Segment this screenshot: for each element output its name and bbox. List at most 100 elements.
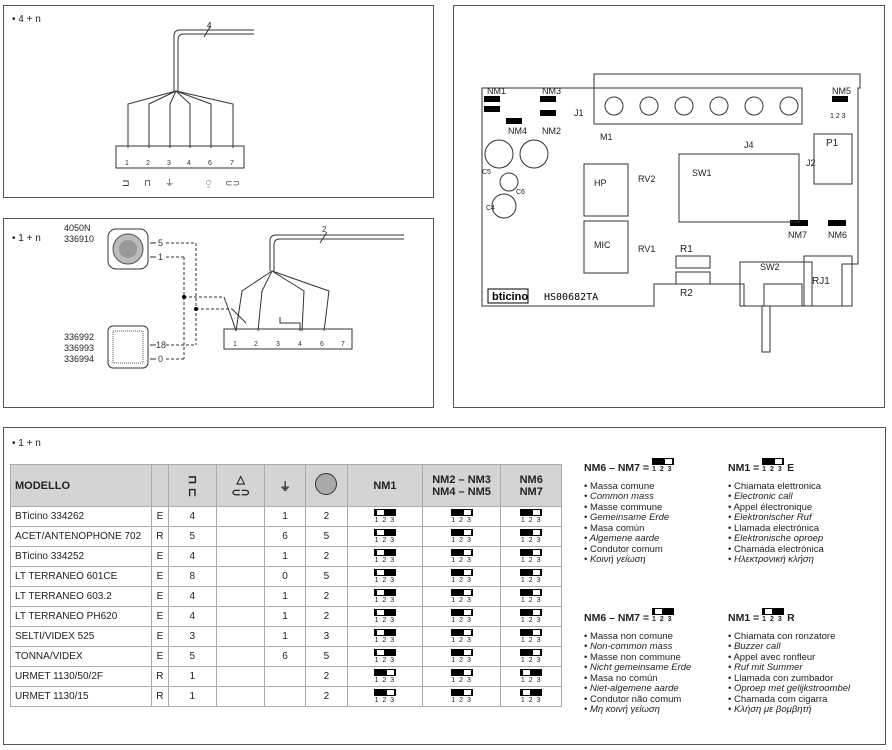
speaker-cell: 5 — [304, 646, 349, 667]
jumper-cell-nm23: 1 2 3 — [421, 646, 502, 667]
legend-buzzer-call: NM1 = 1 2 3 R • Chiamata con ronzatore• … — [728, 608, 850, 716]
buzzer-cell — [215, 566, 266, 587]
legend-item: • Masa no común — [584, 672, 658, 684]
nm1-label: NM1 — [487, 86, 506, 96]
legend-common-mass: NM6 – NM7 = 1 2 3 • Massa comune• Common… — [584, 458, 674, 566]
legend-item: • Μη κοινή γείωση — [584, 704, 660, 715]
buzzer-cell — [215, 586, 266, 607]
jumper-cell-nm67: 1 2 3 — [500, 546, 562, 567]
jumper-cell-nm1: 1 2 3 — [347, 526, 423, 547]
legend-items: • Chiamata elettronica• Electronic call•… — [728, 481, 824, 566]
wiring-panel-1n: • 1 + n 4050N 336910 336992 336993 33699… — [3, 218, 434, 408]
wiring-panel-4n: • 4 + n 4 1 2 3 4 6 7 ⊐ ⊓ ⏚ ⍜ ⊂⊃ — [3, 5, 434, 198]
speaker-cell: 2 — [304, 546, 349, 567]
panel-label: • 1 + n — [12, 233, 41, 244]
jumper-right-icon: 1 2 3 — [450, 588, 473, 604]
nm6-label: NM6 — [828, 230, 847, 240]
legend-item: • Elektronische oproep — [728, 533, 824, 544]
wire-count: 4 — [207, 21, 212, 30]
ground-cell: 1 — [264, 586, 306, 607]
m1-label: M1 — [600, 132, 613, 142]
pcb-layout: bticino HS00682TA NM1 NM3 NM4 NM2 NM5 M1… — [481, 73, 861, 353]
jumper-left-icon: 1 2 3 — [520, 668, 543, 684]
type-cell: E — [151, 506, 169, 527]
jumper-cell-nm23: 1 2 3 — [421, 546, 502, 567]
model-cell: URMET 1130/15 — [9, 686, 153, 707]
speaker-cell: 5 — [304, 566, 349, 587]
j2-label: J2 — [806, 158, 816, 168]
bell-icon: ⊐ — [122, 178, 130, 188]
jumper-right-icon: 1 2 3 — [450, 668, 473, 684]
model-cell: TONNA/VIDEX — [9, 646, 153, 667]
bell-cell: 4 — [167, 546, 218, 567]
buzzer-cell — [215, 646, 266, 667]
module-code-2: 336993 — [64, 343, 95, 353]
legend-item: • Appel électronique — [728, 501, 813, 513]
bell-cell: 3 — [167, 626, 218, 647]
jumper-right-icon: 1 2 3 — [651, 458, 674, 473]
speaker-cell: 3 — [304, 626, 349, 647]
type-cell: E — [151, 646, 169, 667]
legend-item: • Elektronischer Ruf — [728, 512, 812, 523]
c6-label: C6 — [516, 189, 525, 196]
type-cell: E — [151, 606, 169, 627]
header-model: MODELLO — [9, 464, 153, 507]
jumper-left-icon: 1 2 3 — [651, 608, 674, 623]
rv1-label: RV1 — [638, 244, 655, 254]
panel-label: • 4 + n — [12, 14, 41, 25]
jumper-cell-nm23: 1 2 3 — [421, 506, 502, 527]
speaker-code-1: 4050N — [64, 223, 91, 233]
jumper-cell-nm1: 1 2 3 — [347, 586, 423, 607]
jumper-right-icon: 1 2 3 — [373, 688, 396, 704]
legend-item: • Ruf mit Summer — [728, 662, 803, 673]
terminal-6: 6 — [208, 160, 212, 167]
model-cell: LT TERRANEO 603.2 — [9, 586, 153, 607]
nm2-label: NM2 — [542, 126, 561, 136]
jumper-cell-nm67: 1 2 3 — [500, 526, 562, 547]
type-cell: E — [151, 566, 169, 587]
terminal-2: 2 — [146, 160, 150, 167]
door-icon: ⊓ — [144, 178, 151, 188]
jumper-right-icon: 1 2 3 — [450, 568, 473, 584]
header-buzzer-icon: △⊂⊃ — [215, 464, 266, 507]
jumper-right-icon: 1 2 3 — [450, 628, 473, 644]
terminal-4: 4 — [187, 160, 191, 167]
jumper-cell-nm1: 1 2 3 — [347, 546, 423, 567]
header-bell-icon: ⊐⊓ — [167, 464, 218, 507]
nm7-label: NM7 — [788, 230, 807, 240]
legend-item: • Non-common mass — [584, 641, 673, 652]
jumper-right-icon: 1 2 3 — [520, 588, 543, 604]
legend-item: • Masa común — [584, 522, 645, 534]
legend-item: • Nicht gemeinsame Erde — [584, 662, 692, 673]
terminal-3: 3 — [276, 341, 280, 348]
legend-item: • Masse commune — [584, 501, 663, 513]
model-cell: ACET/ANTENOPHONE 702 — [9, 526, 153, 547]
legend-item: • Algemene aarde — [584, 533, 660, 544]
sw2-label: SW2 — [760, 262, 780, 272]
bell-cell: 5 — [167, 526, 218, 547]
jumper-left-icon: 1 2 3 — [373, 648, 396, 664]
legend-item: • Gemeinsame Erde — [584, 512, 670, 523]
legend-item: • Masse non commune — [584, 651, 681, 663]
buzzer-cell — [215, 686, 266, 707]
wire-count: 2 — [322, 225, 327, 234]
jumper-right-icon: 1 2 3 — [373, 668, 396, 684]
legend-item: • Κλήση με βομβητή — [728, 704, 812, 715]
buzzer-cell — [215, 506, 266, 527]
wiring-diagram: 5 1 18 0 2 1 2 3 4 6 7 — [107, 225, 404, 369]
ground-cell: 1 — [264, 506, 306, 527]
jumper-left-icon: 1 2 3 — [373, 508, 396, 524]
jumper-cell-nm1: 1 2 3 — [347, 566, 423, 587]
jumper-cell-nm67: 1 2 3 — [500, 686, 562, 707]
ground-cell: 6 — [264, 646, 306, 667]
ground-cell — [264, 686, 306, 707]
wiring-diagram: 4 1 2 3 4 6 7 ⊐ ⊓ ⏚ ⍜ ⊂⊃ — [115, 21, 254, 188]
pin-5: 5 — [158, 238, 163, 248]
jumper-cell-nm1: 1 2 3 — [347, 626, 423, 647]
